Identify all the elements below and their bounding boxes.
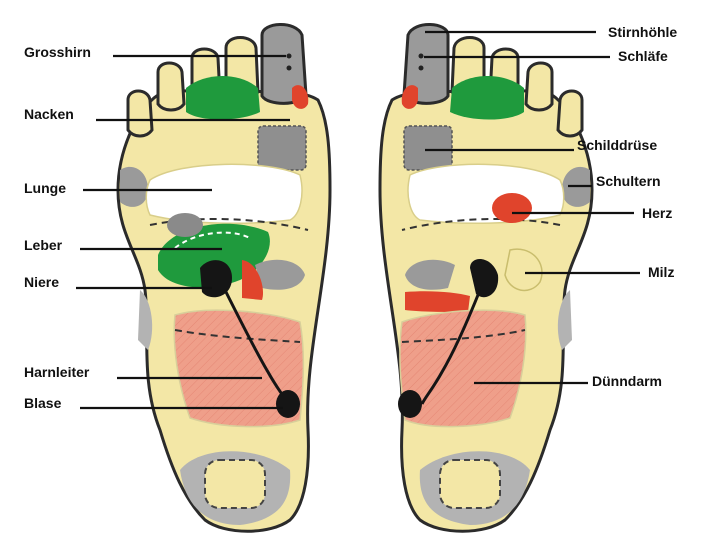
right-red-strip — [405, 291, 470, 312]
label-leber: Leber — [24, 237, 62, 253]
label-harnleiter: Harnleiter — [24, 364, 89, 380]
left-bladder — [276, 390, 300, 418]
label-duenndarm: Dünndarm — [592, 373, 662, 389]
left-green-zone — [186, 76, 260, 120]
right-toe-4 — [526, 63, 552, 110]
label-stirnhoehle: Stirnhöhle — [608, 24, 677, 40]
label-grosshirn: Grosshirn — [24, 44, 91, 60]
label-blase: Blase — [24, 395, 61, 411]
right-green-zone — [450, 76, 524, 120]
label-schlaefe: Schläfe — [618, 48, 668, 64]
right-heel-zone — [440, 460, 500, 508]
right-bladder — [398, 390, 422, 418]
left-gray-organ — [167, 213, 203, 237]
label-niere: Niere — [24, 274, 59, 290]
right-heart-zone — [492, 193, 532, 223]
label-schultern: Schultern — [596, 173, 661, 189]
right-sole-figure — [380, 24, 592, 531]
right-gray-square — [404, 126, 452, 170]
right-toe-gray-1 — [422, 58, 446, 82]
left-sole-figure — [118, 24, 330, 531]
label-milz: Milz — [648, 264, 674, 280]
label-herz: Herz — [642, 205, 672, 221]
label-schilddruese: Schilddrüse — [577, 137, 657, 153]
left-toe-5 — [128, 91, 152, 136]
right-toe-5 — [558, 91, 582, 136]
left-heel-zone — [205, 460, 265, 508]
left-toe-gray-1 — [264, 58, 288, 82]
label-nacken: Nacken — [24, 106, 74, 122]
left-gray-square — [258, 126, 306, 170]
label-lunge: Lunge — [24, 180, 66, 196]
left-toe-4 — [158, 63, 184, 110]
right-lung-zone — [408, 164, 564, 223]
left-lung-zone — [146, 164, 302, 223]
